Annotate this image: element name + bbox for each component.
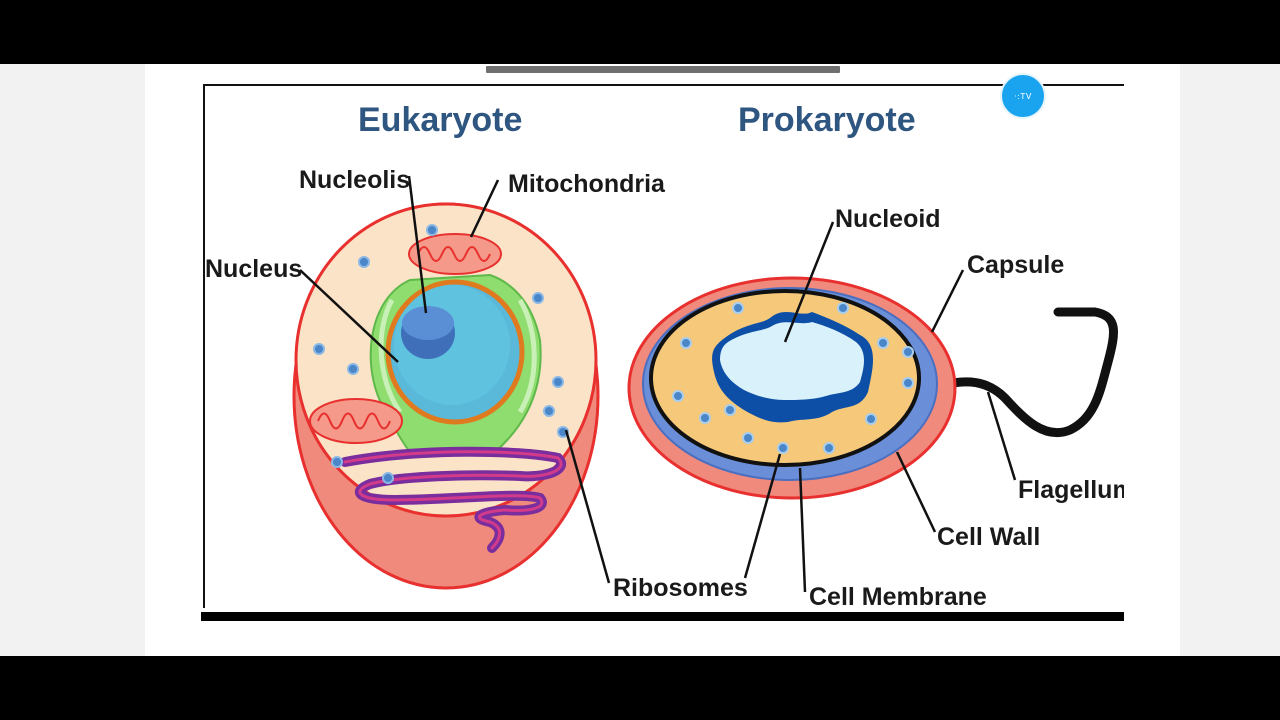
figure-bottom-rule <box>201 612 1124 621</box>
prokaryote-cell <box>627 221 1118 593</box>
label-cell-membrane: Cell Membrane <box>809 583 987 611</box>
label-capsule: Capsule <box>967 251 1064 279</box>
label-nucleus: Nucleus <box>205 255 302 283</box>
figure-right-clip <box>1124 84 1180 614</box>
eukaryote-title: Eukaryote <box>358 101 522 139</box>
label-flagellum: Flagellum <box>1018 476 1135 504</box>
label-mitochondria: Mitochondria <box>508 170 666 198</box>
mitochondrion-top-cristae <box>417 246 491 262</box>
label-cell-wall: Cell Wall <box>937 523 1040 551</box>
nucleolus-highlight <box>402 306 454 340</box>
label-ribosomes: Ribosomes <box>613 574 748 602</box>
video-letterbox-top <box>0 0 1280 64</box>
nucleoid-inner <box>720 322 864 400</box>
er-folds <box>378 298 537 414</box>
flagellum <box>923 307 1118 438</box>
prokaryote-leader-lines <box>743 221 1017 593</box>
prokaryote-ribosomes <box>672 302 914 454</box>
scroll-indicator-bar[interactable] <box>486 66 840 73</box>
label-nucleoid: Nucleoid <box>835 205 941 233</box>
eukaryote-leader-lines <box>299 175 611 584</box>
label-nucleolis: Nucleolis <box>299 166 410 194</box>
mitochondrion-left <box>309 398 403 444</box>
golgi-apparatus-core <box>343 450 563 550</box>
eukaryote-ribosomes <box>313 224 569 484</box>
channel-logo-text: ·:TV <box>1014 91 1032 101</box>
video-letterbox-bottom <box>0 656 1280 720</box>
prokaryote-title: Prokaryote <box>738 101 916 139</box>
eukaryote-cell <box>292 175 611 590</box>
mitochondrion-left-cristae <box>317 412 391 430</box>
channel-logo-badge[interactable]: ·:TV <box>1000 73 1046 119</box>
